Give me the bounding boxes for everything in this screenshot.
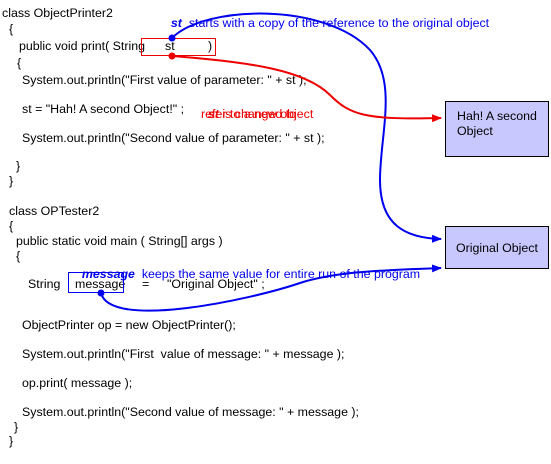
- code-print-call: op.print( message );: [22, 376, 133, 390]
- code-println-second-message: System.out.println("Second value of mess…: [22, 405, 359, 419]
- annotation-keyword: message: [81, 267, 135, 281]
- st-highlight-box: [141, 38, 216, 56]
- code-assign-st: st = "Hah! A second Object!" ;: [22, 102, 185, 116]
- code-type-string: String: [28, 277, 61, 291]
- code-println-second-param: System.out.println("Second value of para…: [22, 131, 325, 145]
- annotation-text: is changed to: [222, 107, 297, 121]
- code-equals: =: [142, 277, 150, 291]
- code-param-st: st: [165, 39, 175, 53]
- code-class-objectprinter2: class ObjectPrinter2: [2, 6, 113, 20]
- code-main-signature: public static void main ( String[] args …: [16, 234, 223, 248]
- object-label: Object: [457, 124, 493, 138]
- code-brace-open: {: [16, 249, 21, 263]
- object-label: Hah! A second: [457, 109, 537, 123]
- code-brace-close: }: [16, 159, 21, 173]
- code-brace-close: }: [14, 420, 19, 434]
- object-label: Original Object: [456, 241, 538, 255]
- code-brace-close: }: [9, 174, 14, 188]
- annotation-keyword: st: [170, 16, 182, 30]
- st-to-original-arrow: [171, 12, 442, 243]
- annotation-keyword: st: [207, 107, 219, 121]
- st-to-second-arrow: [171, 55, 442, 123]
- message-to-original-arrow: [100, 264, 442, 312]
- code-print-signature: public void print( String: [19, 39, 146, 53]
- code-string-literal: "Original Object" ;: [167, 277, 265, 291]
- code-brace-close: }: [9, 434, 14, 448]
- code-paren-close: ): [208, 39, 213, 53]
- code-new-objectprinter: ObjectPrinter op = new ObjectPrinter();: [22, 318, 236, 332]
- code-class-optester2: class OPTester2: [9, 204, 100, 218]
- object-box-original: Original Object: [445, 226, 549, 269]
- annotation-text: starts with a copy of the reference to t…: [188, 16, 490, 30]
- message-highlight-box: [68, 272, 124, 293]
- code-brace-open: {: [9, 219, 14, 233]
- annotation-st-changed-line2: refer to a new object: [201, 107, 314, 121]
- code-println-first-message: System.out.println("First value of messa…: [22, 347, 345, 361]
- code-brace-open: {: [9, 22, 14, 36]
- annotation-st-copy: st starts with a copy of the reference t…: [164, 2, 489, 30]
- object-box-second: Hah! A second Object: [445, 101, 549, 157]
- code-println-first-param: System.out.println("First value of param…: [22, 73, 307, 87]
- annotation-st-changed: st is changed to: [201, 93, 296, 121]
- code-var-message: message: [75, 277, 126, 291]
- code-brace-open: {: [17, 56, 22, 70]
